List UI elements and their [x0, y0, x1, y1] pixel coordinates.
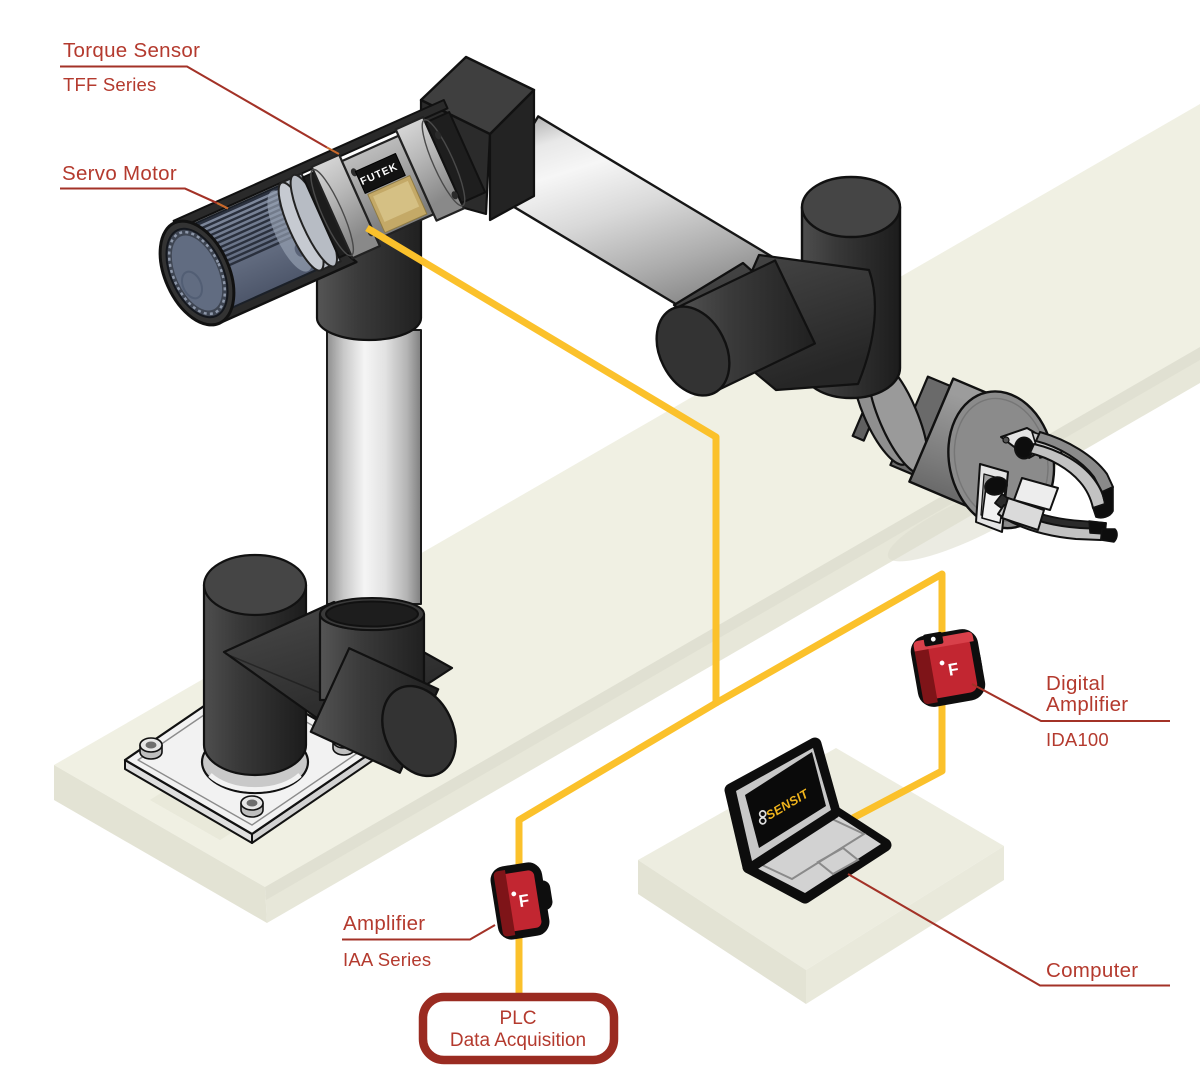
label-torque-sensor: Torque Sensor TFF Series: [60, 39, 340, 155]
laptop: SENSIT: [724, 737, 892, 904]
plc-line1: PLC: [500, 1008, 537, 1029]
digital-amplifier-title-line2: Amplifier: [1046, 693, 1128, 716]
label-servo-motor: Servo Motor: [60, 162, 229, 210]
gripper-hinge-upper-hole: [1002, 436, 1010, 444]
flange-bolt: [451, 191, 459, 200]
sensor-gold-label-highlight: [373, 180, 420, 222]
screw-icon: [240, 795, 264, 818]
plc-box: PLC Data Acquisition: [418, 992, 619, 1065]
sensor-flange-right: [394, 116, 465, 222]
pole-sleeve-hole: [326, 601, 418, 627]
leader-computer: [847, 873, 1170, 987]
laptop-platform-left-face: [638, 860, 806, 1004]
futek-name-plate: [354, 153, 406, 194]
label-amplifier: Amplifier IAA Series: [342, 912, 496, 970]
claw-finger-upper-tip: [1092, 486, 1114, 519]
flange-bolt: [434, 131, 442, 140]
robot-arm: FUTEK: [123, 55, 1118, 844]
laptop-platform-right-face: [806, 846, 1004, 1004]
computer-title: Computer: [1046, 959, 1138, 982]
leader-digital-amplifier: [971, 683, 1170, 723]
leader-torque-sensor: [60, 65, 328, 149]
base-column-top: [202, 553, 308, 617]
digital-amplifier-box: F: [910, 629, 986, 707]
laptop-display: [745, 752, 826, 848]
label-computer: Computer: [847, 873, 1170, 987]
amplifier-logo-f: F: [517, 891, 530, 911]
digital-amplifier-logo-f: F: [947, 659, 961, 680]
wrist-joint: [655, 175, 902, 400]
base-column-collar-shine: [208, 773, 302, 793]
screw-icon: [139, 737, 163, 760]
leader-amplifier: [342, 924, 496, 941]
servo-motor-title: Servo Motor: [62, 162, 177, 185]
torque-sensor-series: TFF Series: [63, 74, 156, 95]
torque-sensor-graphic: FUTEK: [310, 111, 487, 260]
label-digital-amplifier: Digital Amplifier IDA100: [971, 672, 1170, 750]
digital-amplifier-series: IDA100: [1046, 729, 1109, 750]
wrist-cylinder-top: [800, 175, 902, 239]
wrist-stub-cap: [655, 305, 731, 397]
leader-servo-motor-tip: [216, 202, 229, 210]
gripper: [908, 377, 1118, 543]
plc-box-frame: [418, 992, 619, 1065]
gripper-mount-block-2: [1001, 497, 1045, 531]
sensor-flange-left: [310, 153, 381, 260]
flange-edge: [421, 119, 466, 207]
digital-amplifier-title-line1: Digital: [1046, 672, 1105, 695]
base-stub-cap: [381, 684, 457, 778]
plc-line2: Data Acquisition: [450, 1030, 586, 1051]
gripper-mount-block: [1013, 477, 1059, 511]
amplifier-side-shade: [493, 869, 516, 937]
amplifier-logo-dot: [511, 891, 517, 897]
robot-base-joint: [200, 329, 457, 795]
elbow-cube-top-face: [419, 55, 536, 136]
flange-bolt: [350, 168, 358, 177]
digital-amplifier-logo-dot: [939, 660, 945, 666]
motor-sensor-assembly: FUTEK: [158, 99, 487, 327]
lower-pole-tube: [326, 329, 422, 605]
plank-end-face: [54, 765, 267, 923]
gripper-claws: [975, 427, 1118, 543]
pole-sleeve-rim: [319, 597, 425, 631]
callout-labels: Torque Sensor TFF Series Servo Motor Amp…: [60, 39, 1170, 987]
leader-servo-motor: [60, 187, 218, 204]
gripper-pin-lower: [984, 476, 1008, 496]
leader-torque-sensor-tip: [326, 146, 340, 155]
amplifier-box: F: [490, 862, 553, 940]
amplifier-series: IAA Series: [343, 949, 431, 970]
amplifier-title: Amplifier: [343, 912, 425, 935]
chain-link-icon: [758, 810, 767, 825]
digital-amplifier-led: [930, 636, 936, 642]
torque-sensor-title: Torque Sensor: [63, 39, 200, 62]
servo-motor-cap: [158, 219, 236, 327]
digital-amplifier-side-shade: [913, 639, 938, 704]
gripper-pin-upper: [1014, 436, 1034, 460]
laptop-trackpad: [816, 846, 860, 876]
laptop-base-top: [751, 814, 881, 893]
claw-finger-lower-tip-2: [1100, 528, 1118, 543]
flange-edge: [310, 168, 355, 257]
digital-amplifier-top-shade: [913, 632, 974, 652]
